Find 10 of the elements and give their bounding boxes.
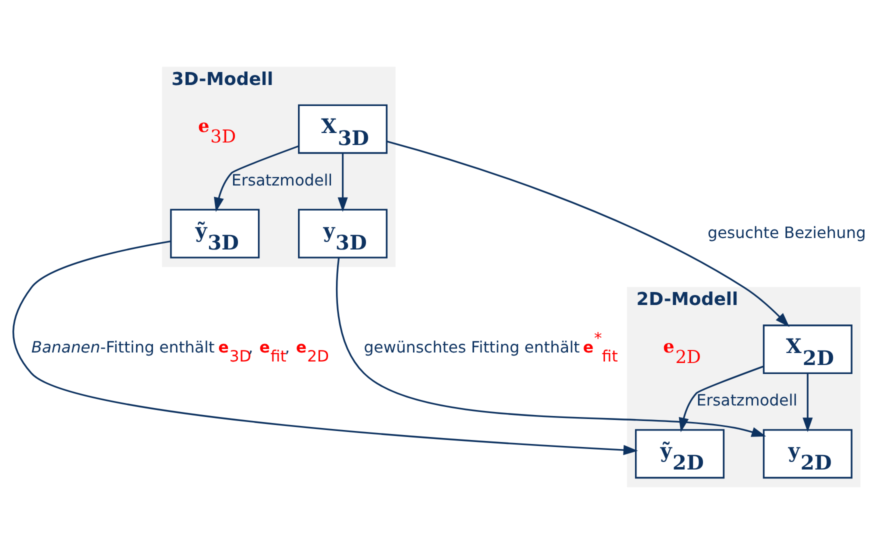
- arrow: [386, 140, 790, 327]
- edge-label: Ersatzmodell: [696, 392, 798, 410]
- arrow: [12, 240, 638, 456]
- arrow: [336, 258, 766, 437]
- edge-label: Ersatzmodell: [232, 171, 332, 190]
- arrow: [338, 153, 348, 212]
- arrow: [678, 366, 764, 432]
- arrow: [802, 374, 813, 432]
- edge-label: gesuchte Beziehung: [708, 224, 866, 242]
- arrow: [214, 145, 299, 212]
